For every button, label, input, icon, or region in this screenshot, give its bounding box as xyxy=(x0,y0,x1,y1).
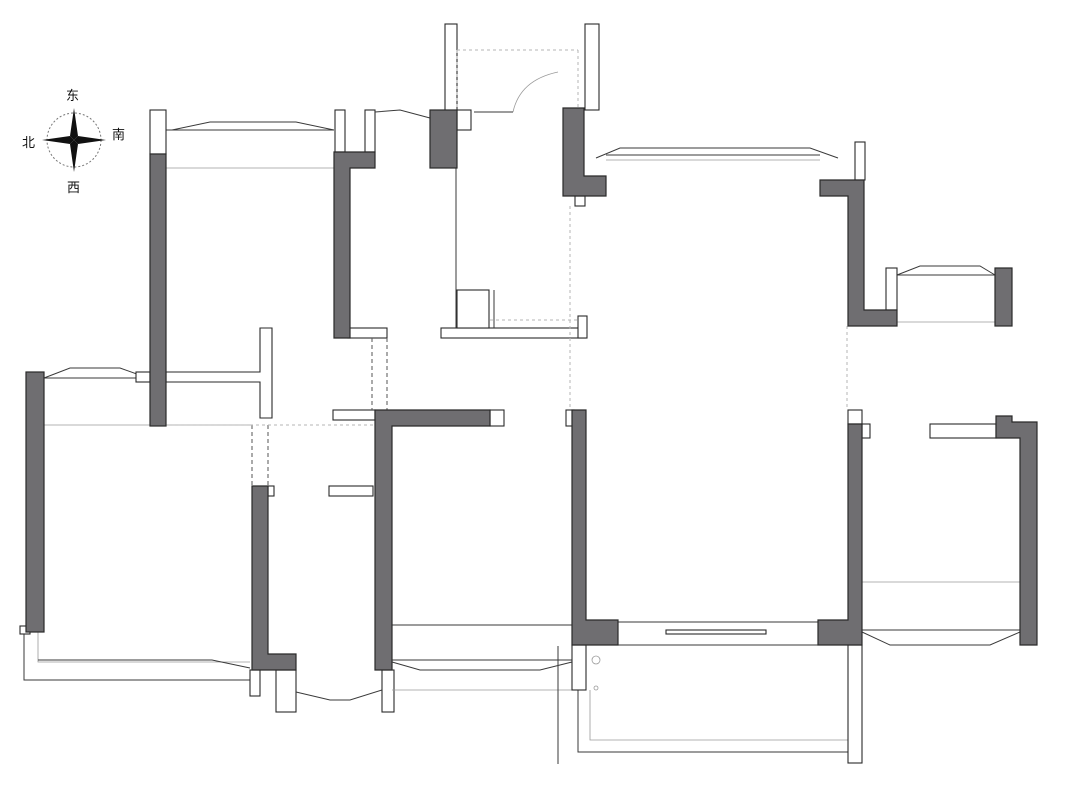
compass-label-north: 北 xyxy=(22,136,35,151)
room-outlines xyxy=(19,23,1021,764)
compass-label-east: 东 xyxy=(66,89,79,104)
structural-walls xyxy=(25,107,1038,671)
compass-label-west: 西 xyxy=(67,181,80,196)
compass-rose-icon xyxy=(42,108,106,172)
compass-label-south: 南 xyxy=(112,127,125,143)
